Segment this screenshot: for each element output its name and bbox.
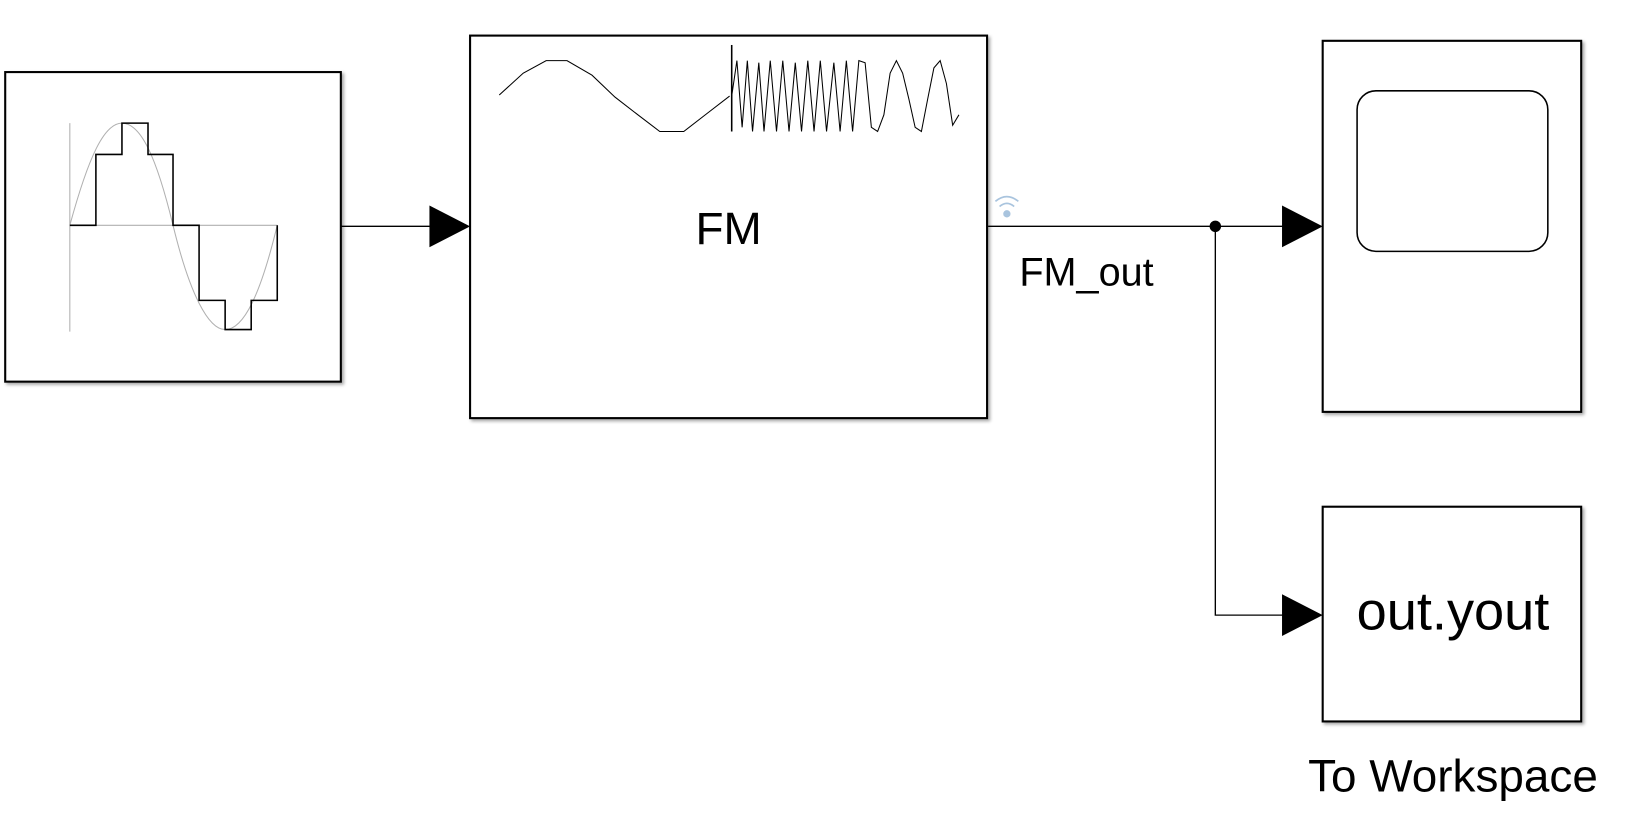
scope-screen-icon: [1356, 90, 1549, 253]
signal-line-source-to-fm[interactable]: [340, 205, 471, 248]
sine-wave-block[interactable]: [4, 71, 342, 383]
to-workspace-name[interactable]: To Workspace: [1308, 749, 1598, 801]
signal-logging-icon[interactable]: [994, 195, 1019, 218]
to-workspace-block[interactable]: out.yout: [1321, 505, 1583, 723]
fm-waveform-icon: [498, 44, 960, 133]
signal-line-fm-out[interactable]: [988, 205, 1323, 636]
signal-label-fm-out[interactable]: FM_out: [1019, 251, 1153, 295]
fm-subsystem-block[interactable]: FM: [469, 34, 989, 420]
sine-wave-icon: [69, 122, 279, 332]
fm-block-label: FM: [695, 202, 761, 254]
scope-block[interactable]: [1321, 39, 1583, 413]
to-workspace-variable: out.yout: [1357, 582, 1550, 642]
